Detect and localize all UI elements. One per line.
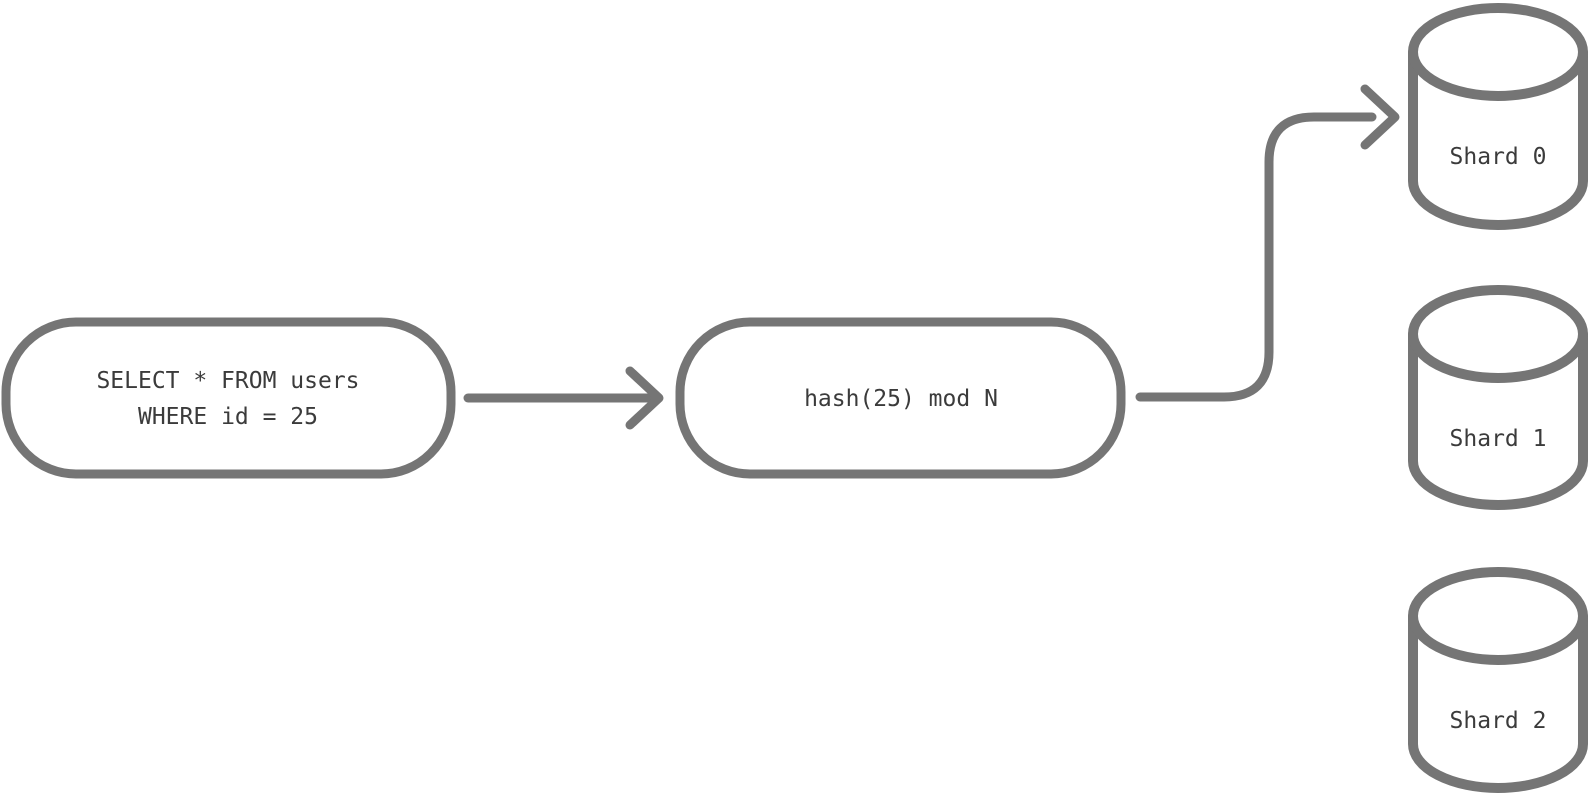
arrow-head-icon bbox=[625, 366, 664, 430]
shard-2: Shard 2 bbox=[1408, 567, 1588, 793]
database-cylinder-top-icon bbox=[1408, 567, 1588, 665]
shard-1: Shard 1 bbox=[1408, 285, 1588, 510]
query-node-line2: WHERE id = 25 bbox=[138, 404, 318, 430]
database-cylinder-top-icon bbox=[1408, 3, 1588, 101]
shard-0-label: Shard 0 bbox=[1450, 144, 1547, 170]
shard-2-label: Shard 2 bbox=[1450, 708, 1547, 734]
query-node-box bbox=[1, 317, 456, 479]
hash-node-label: hash(25) mod N bbox=[804, 386, 998, 412]
hash-node: hash(25) mod N bbox=[675, 317, 1126, 479]
connector-arrow-head-icon bbox=[1360, 84, 1400, 150]
arrow-query-to-hash bbox=[463, 366, 664, 430]
arrow-hash-to-shard0 bbox=[1135, 84, 1400, 402]
query-node-line1: SELECT * FROM users bbox=[96, 368, 359, 394]
database-cylinder-top-icon bbox=[1408, 285, 1588, 383]
query-node: SELECT * FROM users WHERE id = 25 bbox=[1, 317, 456, 479]
connector-shaft bbox=[1135, 112, 1377, 402]
shard-1-label: Shard 1 bbox=[1450, 426, 1547, 452]
shard-0: Shard 0 bbox=[1408, 3, 1588, 230]
hash-node-box bbox=[675, 317, 1126, 479]
